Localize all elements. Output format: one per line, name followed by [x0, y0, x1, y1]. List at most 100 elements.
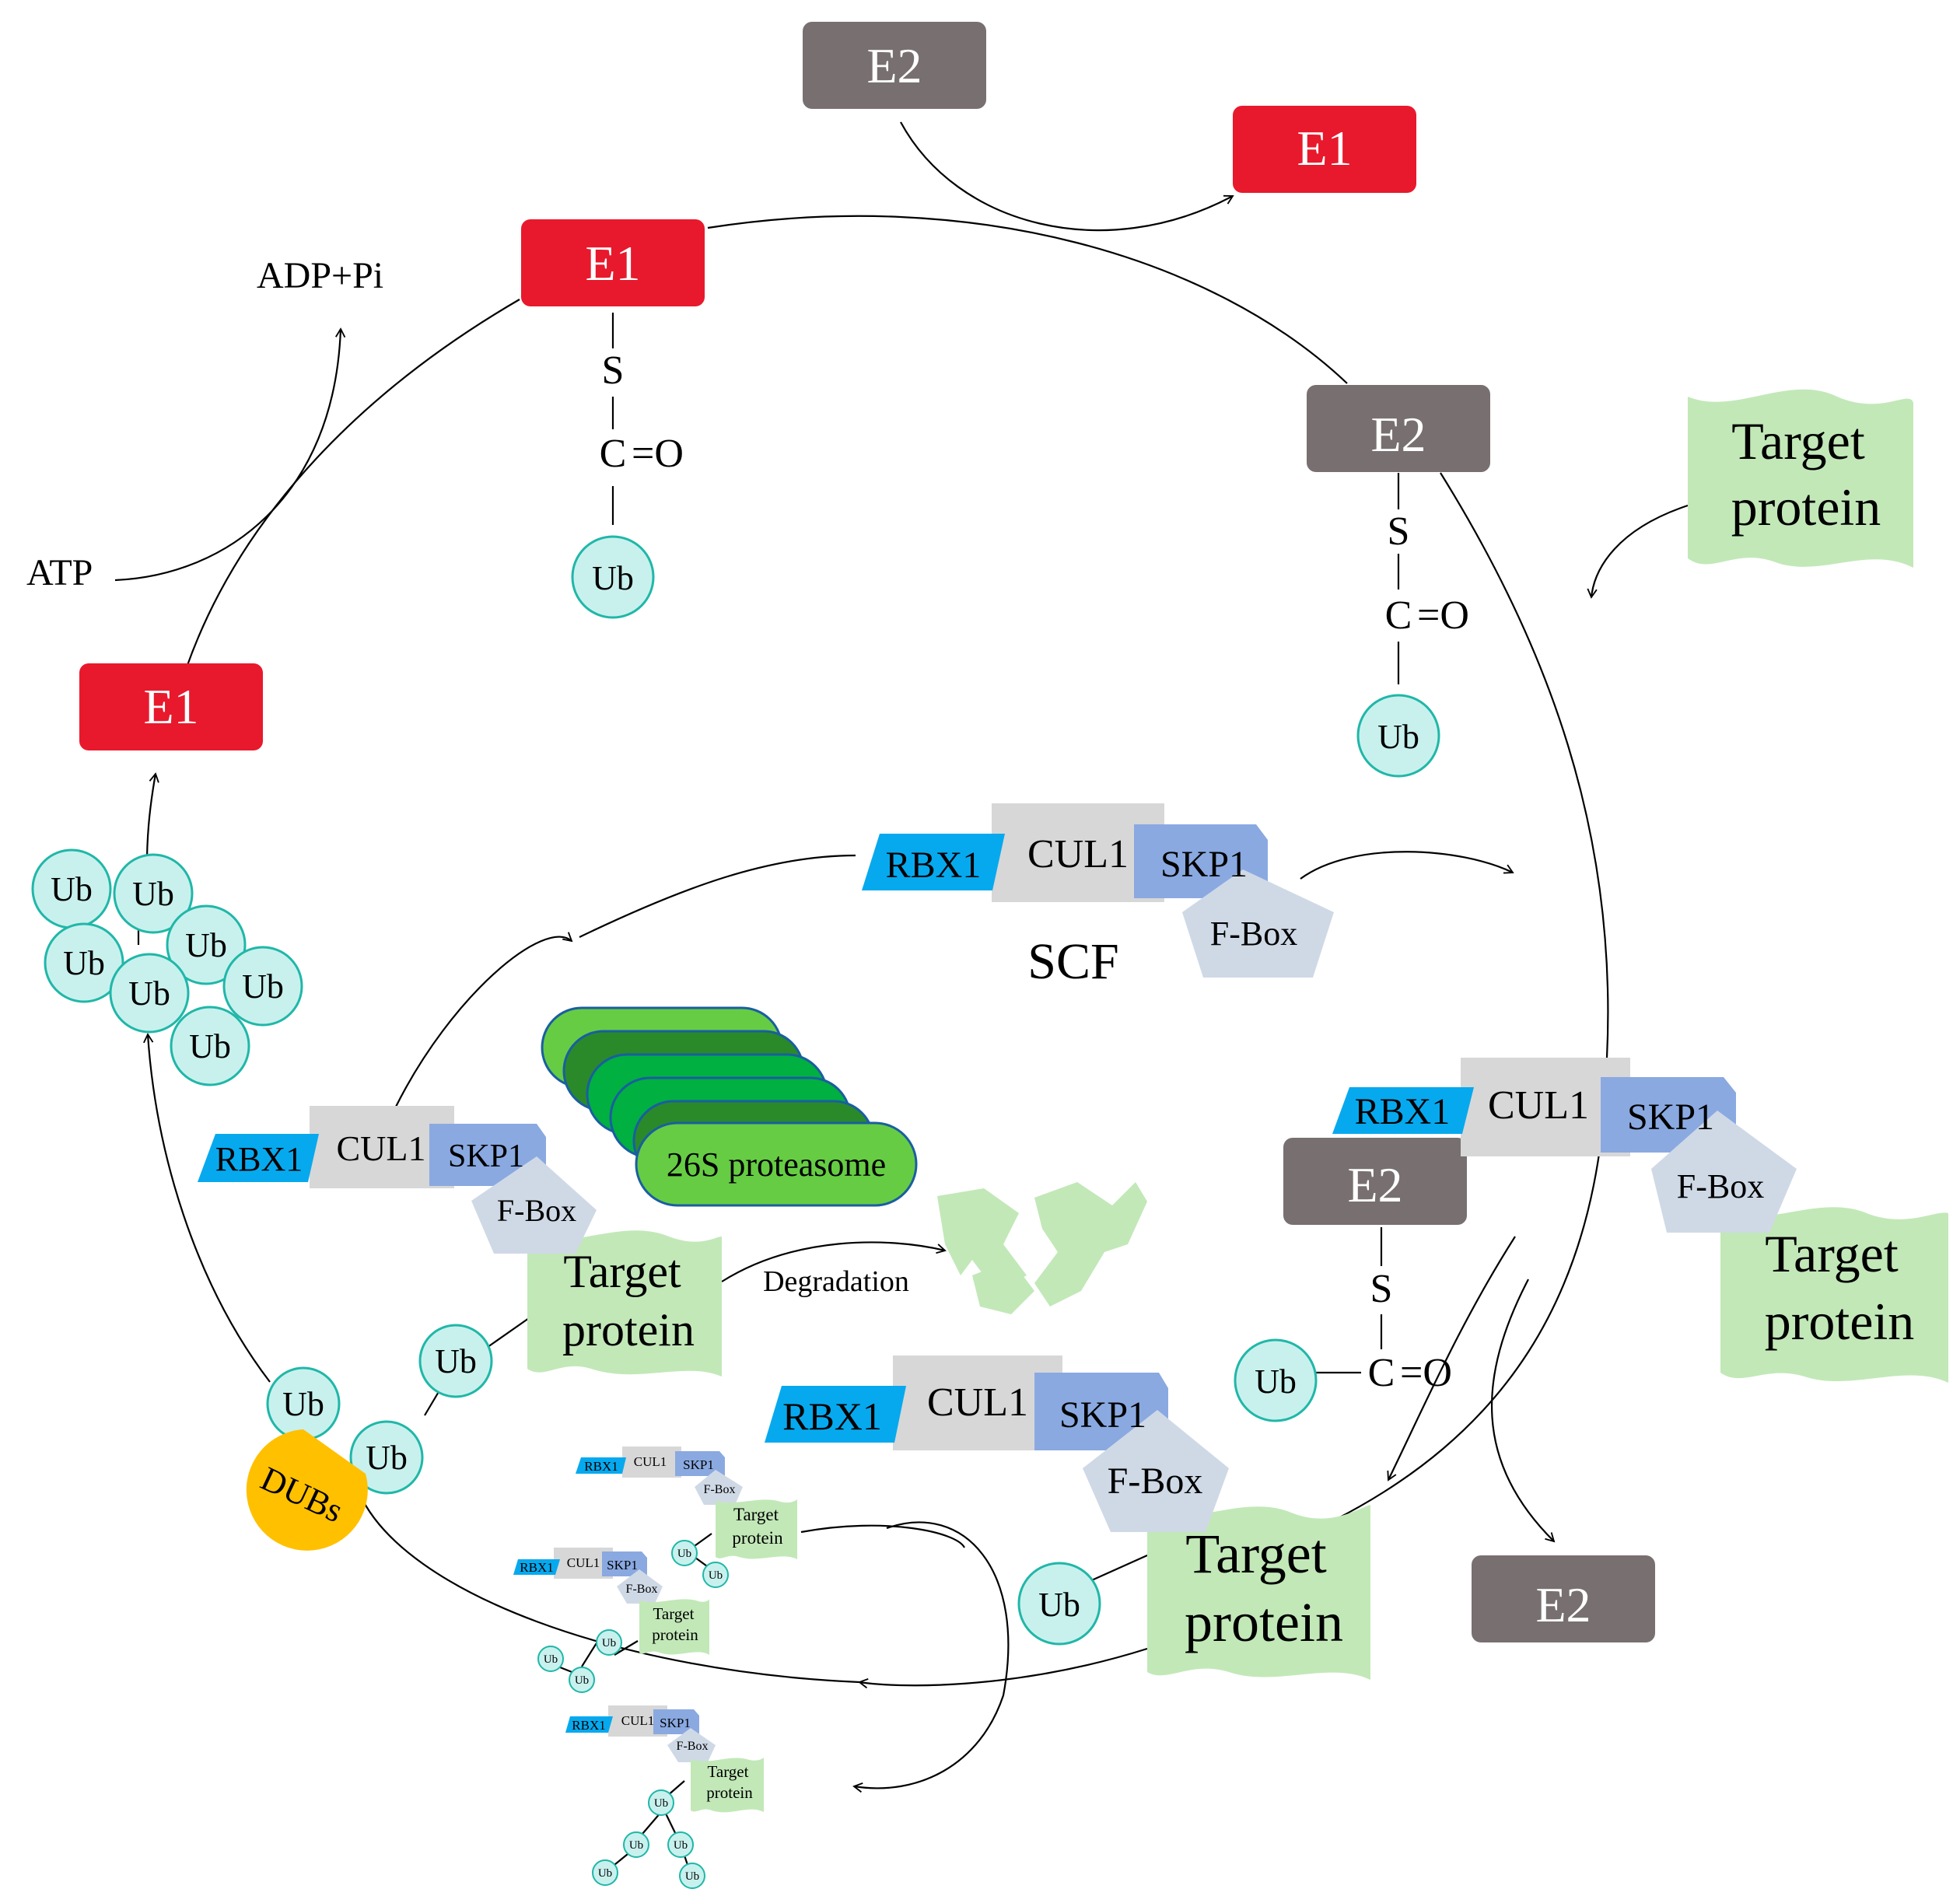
carbon-label: C — [1368, 1351, 1395, 1395]
e2-label: E2 — [1347, 1157, 1402, 1212]
target-line1: Target — [1731, 411, 1865, 471]
sulfur-label: S — [1388, 509, 1410, 554]
target-protein-complex-right: Target protein — [1720, 1207, 1948, 1383]
atp-label: ATP — [26, 552, 93, 593]
dubs-enzyme: DUBs — [246, 1429, 368, 1551]
ub-label: Ub — [435, 1342, 477, 1380]
ub-label: Ub — [185, 926, 227, 964]
cul1-label: CUL1 — [634, 1454, 667, 1469]
e1-label: E1 — [143, 679, 198, 734]
skp1-label: SKP1 — [448, 1139, 524, 1174]
fbox-label: F-Box — [1108, 1460, 1203, 1502]
proteasome-stack — [541, 1006, 918, 1207]
e1-box-left: E1 — [79, 663, 263, 750]
e2-box-complex: E2 — [1283, 1138, 1467, 1225]
small-scf-complex-1: RBX1 CUL1 SKP1 F-Box Target protein — [576, 1446, 797, 1559]
scf-complex-center: RBX1 CUL1 SKP1 F-Box — [862, 803, 1334, 978]
target-line1: Target — [653, 1604, 695, 1623]
ub-label: Ub — [674, 1839, 688, 1852]
ub-label: Ub — [544, 1653, 558, 1666]
ub-label: Ub — [677, 1548, 691, 1560]
e2-thioester: S C =O — [1385, 509, 1469, 638]
fbox-label: F-Box — [677, 1740, 709, 1753]
target-line2: protein — [706, 1783, 753, 1802]
skp1-label: SKP1 — [660, 1716, 691, 1730]
fbox-label: F-Box — [1210, 915, 1297, 953]
target-line1: Target — [708, 1762, 749, 1781]
ub-label: Ub — [189, 1027, 231, 1065]
ub-label: Ub — [575, 1674, 589, 1687]
rbx1-label: RBX1 — [886, 845, 982, 886]
target-line1: Target — [1185, 1523, 1327, 1585]
e2-complex-thioester: S C =O — [1368, 1267, 1452, 1395]
ub-label: Ub — [598, 1867, 612, 1880]
degradation-label: Degradation — [763, 1265, 909, 1298]
scf-complex-right: RBX1 CUL1 SKP1 F-Box — [1332, 1058, 1797, 1233]
fbox-label: F-Box — [1677, 1167, 1764, 1205]
rbx1-label: RBX1 — [215, 1140, 303, 1178]
carbonyl-label: =O — [1417, 593, 1469, 638]
small-ub-group — [537, 1540, 729, 1889]
e1-thioester: S C =O — [600, 348, 684, 476]
cul1-label: CUL1 — [1027, 832, 1129, 876]
target-line2: protein — [1731, 477, 1881, 537]
rbx1-label: RBX1 — [572, 1718, 605, 1733]
carbon-label: C — [600, 432, 627, 476]
target-line1: Target — [733, 1505, 779, 1524]
scf-label: SCF — [1027, 933, 1118, 990]
target-line2: protein — [652, 1625, 698, 1644]
carbonyl-label: =O — [632, 432, 684, 476]
small-scf-complex-2: RBX1 CUL1 SKP1 F-Box Target protein — [513, 1548, 709, 1655]
e1-label: E1 — [1297, 121, 1352, 176]
target-line2: protein — [1185, 1591, 1343, 1653]
ub-label: Ub — [629, 1839, 643, 1852]
adp-label: ADP+Pi — [257, 255, 383, 296]
e1-label: E1 — [585, 236, 640, 291]
fbox-label: F-Box — [626, 1583, 658, 1596]
e2-box-released: E2 — [1472, 1555, 1655, 1642]
e2-label: E2 — [1535, 1577, 1591, 1632]
ub-label: Ub — [654, 1797, 668, 1810]
ub-label: Ub — [709, 1569, 723, 1582]
carbon-label: C — [1385, 593, 1412, 638]
ub-label: Ub — [366, 1439, 408, 1477]
connector-lines — [114, 121, 1689, 1875]
e1-box-right: E1 — [1233, 106, 1416, 193]
ub-label: Ub — [1038, 1586, 1080, 1624]
target-line2: protein — [732, 1528, 783, 1548]
target-protein-bottom: Target protein — [1147, 1505, 1370, 1680]
ub-label: Ub — [242, 967, 284, 1006]
e1-box-top: E1 — [521, 219, 705, 306]
target-line1: Target — [1765, 1224, 1899, 1283]
ub-label: Ub — [685, 1870, 699, 1883]
fbox-label: F-Box — [497, 1193, 576, 1228]
skp1-label: SKP1 — [607, 1558, 638, 1572]
rbx1-label: RBX1 — [520, 1560, 553, 1575]
cul1-label: CUL1 — [621, 1713, 655, 1728]
e2-box-right: E2 — [1307, 385, 1490, 472]
target-line2: protein — [562, 1304, 695, 1356]
target-line1: Target — [563, 1246, 681, 1297]
sulfur-label: S — [1370, 1267, 1393, 1311]
ub-label: Ub — [132, 875, 174, 913]
ub-group — [31, 535, 1440, 1646]
e2-label: E2 — [1370, 407, 1426, 462]
cul1-label: CUL1 — [337, 1128, 426, 1168]
ub-label: Ub — [63, 944, 105, 982]
carbonyl-label: =O — [1400, 1351, 1452, 1395]
sulfur-label: S — [602, 348, 625, 393]
ub-label: Ub — [1255, 1363, 1297, 1401]
cul1-label: CUL1 — [567, 1555, 600, 1570]
fbox-label: F-Box — [704, 1483, 736, 1496]
ub-label: Ub — [592, 559, 634, 597]
e2-box-top: E2 — [803, 22, 986, 109]
cul1-label: CUL1 — [927, 1380, 1028, 1425]
ub-label: Ub — [1377, 718, 1419, 756]
rbx1-label: RBX1 — [584, 1459, 618, 1474]
ub-label: Ub — [282, 1385, 324, 1423]
ub-label: Ub — [602, 1637, 616, 1649]
skp1-label: SKP1 — [1160, 844, 1248, 885]
cul1-label: CUL1 — [1488, 1083, 1589, 1128]
ub-label: Ub — [128, 974, 170, 1013]
